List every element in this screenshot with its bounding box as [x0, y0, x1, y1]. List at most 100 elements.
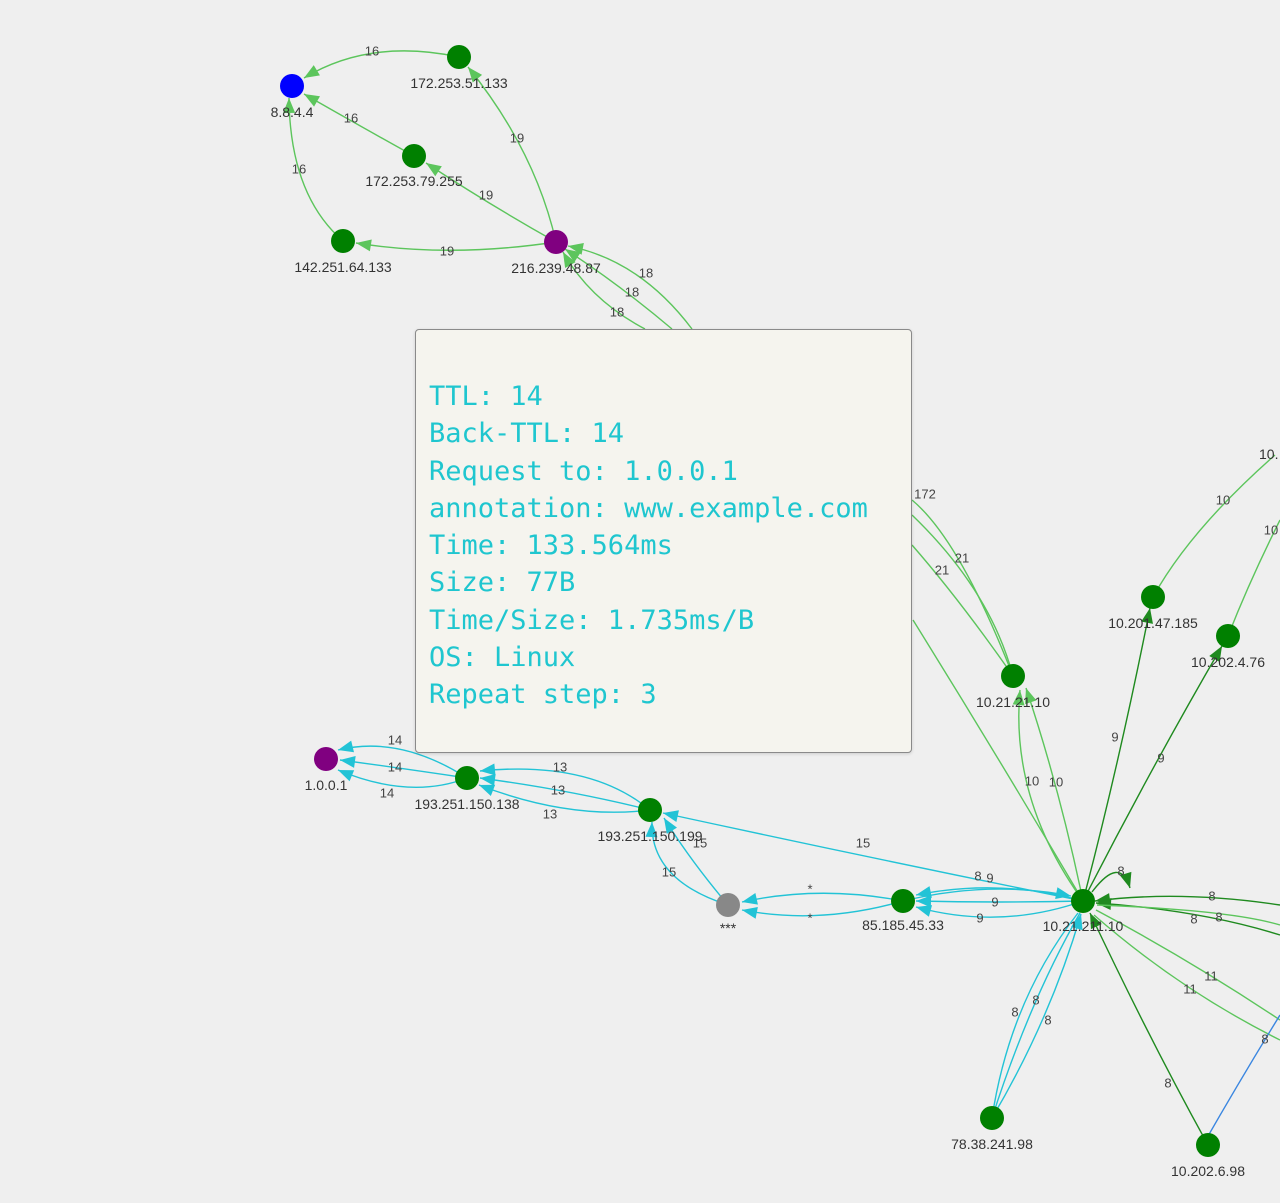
edge-arrowhead: [356, 239, 372, 252]
node-label: 10.201.47.185: [1108, 615, 1198, 631]
graph-node[interactable]: [1141, 585, 1165, 609]
graph-node[interactable]: [1216, 624, 1240, 648]
graph-edge[interactable]: [355, 241, 557, 251]
graph-edge[interactable]: [1089, 912, 1209, 1146]
tooltip-time-per-size: Time/Size: 1.735ms/B: [429, 604, 755, 636]
node-label: 85.185.45.33: [862, 917, 944, 933]
graph-edge[interactable]: [467, 66, 557, 243]
edge-label: 13: [553, 759, 567, 774]
edge-arrowhead: [1055, 887, 1071, 899]
graph-node[interactable]: [980, 1106, 1004, 1130]
node-label: 10.21.211.10: [1043, 918, 1124, 934]
graph-node[interactable]: [447, 45, 471, 69]
hop-details-tooltip: TTL: 14 Back-TTL: 14 Request to: 1.0.0.1…: [415, 329, 912, 753]
edge-label: 8: [1190, 911, 1197, 926]
graph-edge[interactable]: [662, 812, 1084, 902]
edge-arrowhead: [1119, 871, 1132, 888]
graph-edge[interactable]: [303, 50, 460, 79]
node-label: 172.253.51.133: [410, 75, 508, 91]
tooltip-back-ttl: Back-TTL: 14: [429, 418, 625, 450]
edge-arrowhead: [304, 94, 321, 107]
edge-label: 16: [292, 161, 306, 176]
edge-label: 15: [693, 835, 707, 850]
edge-label: 8: [1164, 1075, 1171, 1090]
edge-label: 18: [639, 265, 653, 280]
graph-edge[interactable]: [1093, 914, 1280, 1041]
edge-arrowhead: [916, 895, 932, 908]
graph-edge[interactable]: [478, 784, 651, 813]
graph-node[interactable]: [455, 766, 479, 790]
edge-label: 10: [1025, 773, 1039, 788]
graph-edge[interactable]: [915, 900, 1084, 903]
graph-edge[interactable]: [1082, 645, 1223, 902]
edge-label: 172: [914, 486, 936, 501]
edge-label: 19: [510, 130, 524, 145]
edge-arrowhead: [1096, 898, 1112, 910]
graph-edge[interactable]: [567, 245, 693, 330]
graph-edge[interactable]: [741, 900, 904, 917]
graph-edge[interactable]: [339, 759, 468, 779]
graph-edge[interactable]: [1096, 904, 1280, 926]
nodes-layer: 8.8.4.4172.253.51.133172.253.79.255142.2…: [271, 45, 1278, 1179]
graph-edge[interactable]: [288, 97, 344, 242]
graph-edge[interactable]: [1095, 909, 1280, 1021]
edge-arrowhead: [480, 774, 496, 786]
tooltip-size: Size: 77B: [429, 567, 576, 599]
edge-label: 9: [986, 870, 993, 885]
graph-node[interactable]: [544, 230, 568, 254]
graph-edge[interactable]: [915, 900, 1084, 918]
graph-edge[interactable]: [1082, 607, 1151, 902]
graph-edge[interactable]: [911, 499, 1014, 677]
edge-arrowhead: [1025, 688, 1037, 705]
graph-node[interactable]: [716, 893, 740, 917]
edge-arrowhead: [916, 886, 932, 898]
graph-node[interactable]: [314, 747, 338, 771]
graph-edge[interactable]: [911, 544, 1014, 677]
tooltip-annotation: annotation: www.example.com: [429, 492, 868, 524]
graph-edge[interactable]: [1094, 895, 1280, 906]
edge-label: 9: [1111, 729, 1118, 744]
graph-edge[interactable]: [1227, 519, 1280, 637]
graph-edge[interactable]: [1025, 687, 1084, 902]
edge-label: 11: [1183, 981, 1197, 996]
graph-edge[interactable]: [1095, 902, 1280, 936]
node-label: 10.: [1259, 446, 1278, 462]
graph-edge[interactable]: [991, 912, 1081, 1119]
edge-label: *: [807, 910, 812, 925]
graph-node[interactable]: [280, 74, 304, 98]
graph-edge[interactable]: [1018, 689, 1084, 902]
edge-arrowhead: [468, 67, 483, 83]
graph-node[interactable]: [402, 144, 426, 168]
edge-label: 8: [1215, 909, 1222, 924]
graph-edge[interactable]: [1152, 454, 1276, 598]
graph-edge[interactable]: [479, 777, 651, 811]
graph-edge[interactable]: [991, 912, 1079, 1119]
tooltip-os: OS: Linux: [429, 642, 576, 674]
graph-edge[interactable]: [303, 93, 415, 157]
edge-arrowhead: [916, 905, 933, 917]
graph-edge[interactable]: [479, 768, 651, 811]
edge-label: 18: [625, 284, 639, 299]
edge-label: 8: [1208, 888, 1215, 903]
graph-edge[interactable]: [902, 888, 1072, 902]
graph-edge[interactable]: [991, 913, 1082, 1119]
edge-label: 8: [1032, 992, 1039, 1007]
edge-label: 14: [388, 732, 402, 747]
graph-node[interactable]: [1196, 1133, 1220, 1157]
graph-edge[interactable]: [912, 619, 1084, 902]
edge-arrowhead: [1141, 608, 1153, 624]
edge-label: 18: [610, 304, 624, 319]
graph-edge[interactable]: [911, 514, 1014, 677]
graph-edge[interactable]: [425, 162, 557, 243]
graph-edge[interactable]: [741, 892, 904, 903]
edge-label: 21: [935, 562, 949, 577]
graph-edge[interactable]: [337, 769, 468, 789]
graph-node[interactable]: [1071, 889, 1095, 913]
tooltip-time: Time: 133.564ms: [429, 530, 673, 562]
graph-node[interactable]: [1001, 664, 1025, 688]
graph-node[interactable]: [891, 889, 915, 913]
edge-label: 8: [1117, 863, 1124, 878]
graph-node[interactable]: [331, 229, 355, 253]
graph-node[interactable]: [638, 798, 662, 822]
